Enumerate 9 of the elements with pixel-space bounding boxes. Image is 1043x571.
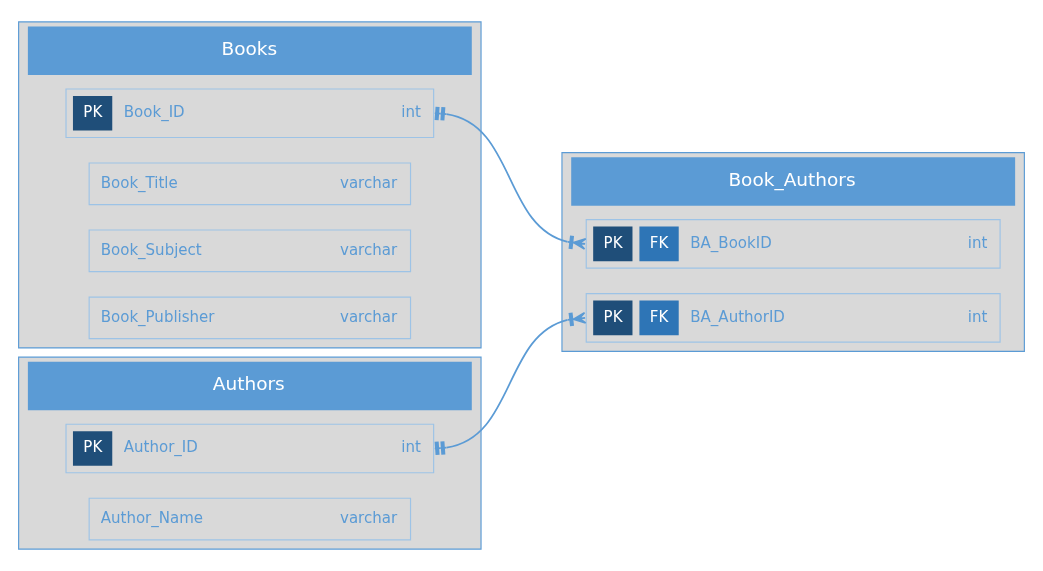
node-box: PK Author_ID int [65,423,435,474]
node-box: PK FK BA_AuthorID int [585,293,1001,343]
node-box: Book_Publisher varchar [88,296,412,340]
node-box: PK FK BA_BookID int [585,219,1001,269]
connector [433,311,587,456]
node-box: Book_Subject varchar [88,229,412,273]
node-box: PK Book_ID int [65,88,435,139]
node-box: Book_Title varchar [88,162,412,206]
node-box: Author_Name varchar [88,497,412,541]
